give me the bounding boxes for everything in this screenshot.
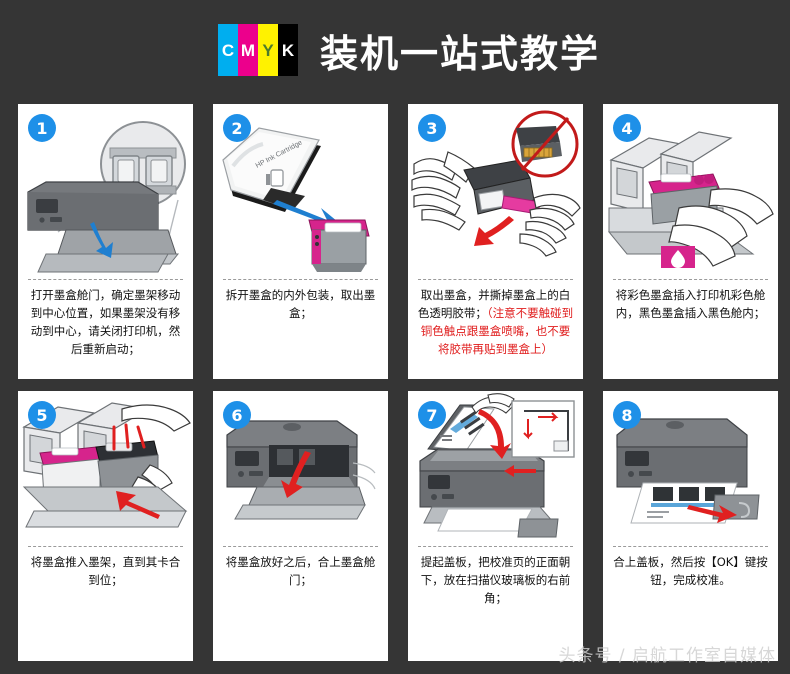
step-caption-8: 合上盖板，然后按【OK】键按钮，完成校准。 [603, 547, 778, 597]
step-divider-6 [223, 546, 378, 547]
step-illustration-8 [603, 391, 778, 546]
steps-grid: 1 [0, 104, 790, 661]
step-card-6[interactable]: 6 [213, 391, 388, 661]
step-caption-text-5: 将墨盒推入墨架，直到其卡合到位； [30, 555, 181, 587]
step-divider-8 [613, 546, 768, 547]
printed-alignment-page-illustration [616, 418, 760, 524]
red-pull-arrow-icon [474, 216, 514, 246]
red-eject-arrow-icon [687, 505, 737, 523]
step-card-2[interactable]: 2 HP Ink Cartridge [213, 104, 388, 379]
step-caption-warning-3: （注意不要触碰到铜色触点跟墨盒喷嘴，也不要将胶带再贴到墨盒上） [420, 306, 574, 356]
step-badge-2: 2 [223, 114, 251, 142]
alignment-page-illustration [419, 393, 575, 538]
step-caption-2: 拆开墨盒的内外包装，取出墨盒； [213, 280, 388, 330]
step-illustration-6 [213, 391, 388, 546]
red-left-arrow-icon [504, 465, 536, 477]
cmyk-block-magenta: M [238, 24, 258, 76]
do-not-touch-inset [511, 110, 579, 178]
close-door-illustration [226, 420, 376, 520]
step-illustration-2: HP Ink Cartridge [213, 104, 388, 279]
step-illustration-5 [18, 391, 193, 546]
page-header: C M Y K 装机一站式教学 [0, 0, 790, 100]
step-caption-text-7: 提起盖板，把校准页的正面朝下，放在扫描仪玻璃板的右前角； [420, 555, 571, 605]
insert-cartridge-illustration [607, 131, 774, 268]
cmyk-block-cyan: C [218, 24, 238, 76]
cmyk-block-yellow: Y [258, 24, 278, 76]
step-divider-3 [418, 279, 573, 280]
step-divider-1 [28, 279, 183, 280]
step-caption-6: 将墨盒放好之后，合上墨盒舱门； [213, 547, 388, 597]
page-title: 装机一站式教学 [320, 31, 601, 76]
push-cartridge-illustration [22, 402, 191, 528]
cartridge-package-illustration: HP Ink Cartridge [222, 127, 370, 272]
step-badge-8: 8 [613, 401, 641, 429]
step-caption-text-2: 拆开墨盒的内外包装，取出墨盒； [225, 288, 376, 320]
step-card-8[interactable]: 8 [603, 391, 778, 661]
step-caption-text-4: 将彩色墨盒插入打印机彩色舱内，黑色墨盒插入黑色舱内； [615, 288, 766, 320]
step-badge-1: 1 [28, 114, 56, 142]
step-illustration-7 [408, 391, 583, 546]
cmyk-block-black: K [278, 24, 298, 76]
step-divider-4 [613, 279, 768, 280]
step-caption-3: 取出墨盒，并撕掉墨盒上的白色透明胶带；（注意不要触碰到铜色触点跟墨盒喷嘴，也不要… [408, 280, 583, 366]
step-badge-3: 3 [418, 114, 446, 142]
step-illustration-4 [603, 104, 778, 279]
step-card-7[interactable]: 7 [408, 391, 583, 661]
step-card-5[interactable]: 5 [18, 391, 193, 661]
step-badge-4: 4 [613, 114, 641, 142]
step-card-3[interactable]: 3 [408, 104, 583, 379]
watermark: 头条号 / 启航工作室自媒体 [558, 646, 776, 666]
step-badge-6: 6 [223, 401, 251, 429]
step-divider-2 [223, 279, 378, 280]
step-caption-5: 将墨盒推入墨架，直到其卡合到位； [18, 547, 193, 597]
step-badge-7: 7 [418, 401, 446, 429]
step-card-1[interactable]: 1 [18, 104, 193, 379]
step-caption-text-1: 打开墨盒舱门，确定墨架移动到中心位置，如果墨架没有移动到中心，请关闭打印机，然后… [30, 288, 181, 356]
red-up-arrow-icon [281, 451, 311, 498]
step-divider-5 [28, 546, 183, 547]
remove-tape-illustration [411, 110, 581, 257]
step-caption-text-6: 将墨盒放好之后，合上墨盒舱门； [225, 555, 376, 587]
step-card-4[interactable]: 4 [603, 104, 778, 379]
step-divider-7 [418, 546, 573, 547]
step-caption-1: 打开墨盒舱门，确定墨架移动到中心位置，如果墨架没有移动到中心，请关闭打印机，然后… [18, 280, 193, 366]
red-push-arrow-icon [116, 491, 160, 519]
red-curved-arrow-icon [478, 409, 511, 459]
step-caption-text-3: 取出墨盒，并撕掉墨盒上的白色透明胶带； [417, 288, 571, 320]
step-caption-4: 将彩色墨盒插入打印机彩色舱内，黑色墨盒插入黑色舱内； [603, 280, 778, 330]
step-caption-text-8: 合上盖板，然后按【OK】键按钮，完成校准。 [613, 555, 768, 587]
step-badge-5: 5 [28, 401, 56, 429]
glass-corner-inset [511, 400, 575, 458]
cmyk-logo: C M Y K [218, 24, 298, 76]
step-caption-7: 提起盖板，把校准页的正面朝下，放在扫描仪玻璃板的右前角； [408, 547, 583, 615]
step-illustration-1 [18, 104, 193, 279]
printer-open-door-illustration [27, 121, 186, 273]
magenta-ink-label [661, 246, 695, 268]
blue-down-arrow-icon [90, 222, 113, 258]
step-illustration-3 [408, 104, 583, 279]
